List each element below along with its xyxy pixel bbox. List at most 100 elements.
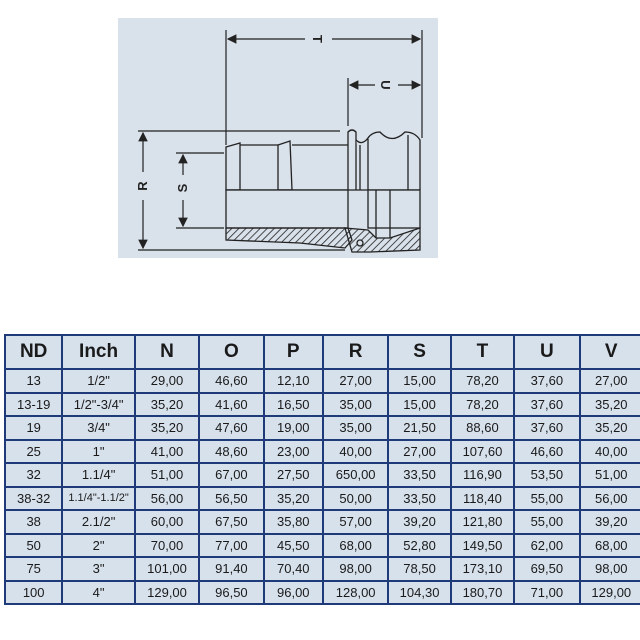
table-cell: 51,00 (133, 462, 201, 488)
table-cell: 121,80 (449, 509, 516, 535)
table-cell: 35,20 (133, 415, 201, 441)
table-cell: 3" (61, 556, 136, 582)
table-cell: 2" (61, 532, 136, 558)
table-cell: 3/4" (61, 415, 136, 441)
table-cell: 48,60 (198, 438, 265, 464)
table-cell: 78,50 (387, 556, 452, 582)
table-cell: 88,60 (449, 415, 516, 441)
table-cell: 41,00 (133, 438, 201, 464)
table-cell: 56,00 (133, 485, 201, 511)
table-cell: 35,00 (321, 415, 390, 441)
table-cell: 38 (3, 509, 64, 535)
table-cell: 50 (3, 532, 64, 558)
dimension-label-r: R (135, 181, 150, 191)
column-header: V (578, 334, 640, 370)
table-cell: 52,80 (387, 532, 452, 558)
table-cell: 13 (3, 368, 64, 394)
table-cell: 1.1/4" (61, 462, 136, 488)
table-cell: 46,60 (198, 368, 265, 394)
column-header: P (262, 334, 324, 370)
table-cell: 35,20 (133, 391, 201, 417)
table-cell: 98,00 (578, 556, 640, 582)
table-cell: 55,00 (513, 509, 581, 535)
table-cell: 33,50 (387, 462, 452, 488)
table-cell: 29,00 (133, 368, 201, 394)
table-cell: 39,20 (578, 509, 640, 535)
table-cell: 149,50 (449, 532, 516, 558)
table-cell: 100 (3, 579, 64, 605)
table-cell: 35,20 (578, 415, 640, 441)
table-cell: 40,00 (578, 438, 640, 464)
table-cell: 13-19 (3, 391, 64, 417)
column-header: O (198, 334, 265, 370)
table-cell: 129,00 (133, 579, 201, 605)
table-cell: 45,50 (262, 532, 324, 558)
table-cell: 37,60 (513, 391, 581, 417)
table-cell: 55,00 (513, 485, 581, 511)
table-cell: 650,00 (321, 462, 390, 488)
table-cell: 60,00 (133, 509, 201, 535)
table-cell: 96,00 (262, 579, 324, 605)
table-cell: 107,60 (449, 438, 516, 464)
table-cell: 70,40 (262, 556, 324, 582)
table-cell: 27,00 (387, 438, 452, 464)
table-cell: 1/2" (61, 368, 136, 394)
table-cell: 19 (3, 415, 64, 441)
column-header: R (321, 334, 390, 370)
table-cell: 2.1/2" (61, 509, 136, 535)
table-cell: 41,60 (198, 391, 265, 417)
table-cell: 180,70 (449, 579, 516, 605)
table-cell: 35,20 (262, 485, 324, 511)
table-cell: 98,00 (321, 556, 390, 582)
table-cell: 37,60 (513, 368, 581, 394)
table-cell: 37,60 (513, 415, 581, 441)
table-cell: 68,00 (578, 532, 640, 558)
fitting-dimension-diagram: T U R S (118, 18, 438, 258)
table-cell: 25 (3, 438, 64, 464)
table-cell: 77,00 (198, 532, 265, 558)
dimension-label-t: T (310, 35, 325, 43)
table-cell: 12,10 (262, 368, 324, 394)
table-cell: 1/2"-3/4" (61, 391, 136, 417)
table-cell: 67,50 (198, 509, 265, 535)
table-cell: 75 (3, 556, 64, 582)
column-header: ND (3, 334, 64, 370)
column-header: Inch (61, 334, 136, 370)
table-cell: 50,00 (321, 485, 390, 511)
table-cell: 57,00 (321, 509, 390, 535)
table-cell: 56,50 (198, 485, 265, 511)
table-cell: 32 (3, 462, 64, 488)
table-cell: 68,00 (321, 532, 390, 558)
table-cell: 128,00 (321, 579, 390, 605)
table-cell: 70,00 (133, 532, 201, 558)
table-cell: 27,00 (321, 368, 390, 394)
table-cell: 67,00 (198, 462, 265, 488)
column-header: T (449, 334, 516, 370)
table-cell: 40,00 (321, 438, 390, 464)
table-cell: 35,20 (578, 391, 640, 417)
column-header: U (513, 334, 581, 370)
column-header: N (133, 334, 201, 370)
table-cell: 19,00 (262, 415, 324, 441)
table-cell: 173,10 (449, 556, 516, 582)
table-cell: 47,60 (198, 415, 265, 441)
table-cell: 96,50 (198, 579, 265, 605)
table-cell: 23,00 (262, 438, 324, 464)
dimension-label-s: S (175, 183, 190, 192)
column-header: S (387, 334, 452, 370)
table-cell: 62,00 (513, 532, 581, 558)
table-cell: 69,50 (513, 556, 581, 582)
table-cell: 129,00 (578, 579, 640, 605)
table-cell: 56,00 (578, 485, 640, 511)
